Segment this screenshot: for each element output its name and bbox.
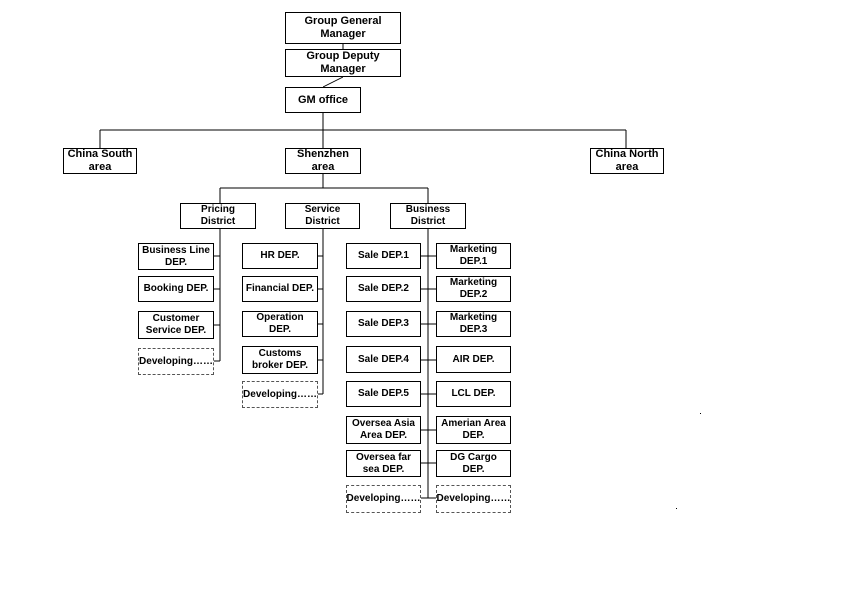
operation-dep-box: Operation DEP. [242,311,318,337]
hr-dep-box: HR DEP. [242,243,318,269]
china-south-area-box: China South area [63,148,137,174]
stray-dot [700,413,701,414]
pricing-district-box: Pricing District [180,203,256,229]
customer-service-dep-box: Customer Service DEP. [138,311,214,339]
booking-dep-box: Booking DEP. [138,276,214,302]
business-district-box: Business District [390,203,466,229]
group-general-manager-box: Group General Manager [285,12,401,44]
air-dep-box: AIR DEP. [436,346,511,373]
dg-cargo-dep-box: DG Cargo DEP. [436,450,511,477]
service-developing-box: Developing…… [242,381,318,408]
shenzhen-area-box: Shenzhen area [285,148,361,174]
marketing-developing-box: Developing…… [436,485,511,513]
service-district-box: Service District [285,203,360,229]
marketing-dep-1-box: Marketing DEP.1 [436,243,511,269]
sale-dep-3-box: Sale DEP.3 [346,311,421,337]
financial-dep-box: Financial DEP. [242,276,318,302]
group-deputy-manager-box: Group Deputy Manager [285,49,401,77]
sales-developing-box: Developing…… [346,485,421,513]
china-north-area-box: China North area [590,148,664,174]
sale-dep-4-box: Sale DEP.4 [346,346,421,373]
oversea-asia-area-dep-box: Oversea Asia Area DEP. [346,416,421,444]
gm-office-box: GM office [285,87,361,113]
customs-broker-dep-box: Customs broker DEP. [242,346,318,374]
business-line-dep-box: Business Line DEP. [138,243,214,270]
pricing-developing-box: Developing…… [138,348,214,375]
marketing-dep-2-box: Marketing DEP.2 [436,276,511,302]
stray-dot [676,508,677,509]
marketing-dep-3-box: Marketing DEP.3 [436,311,511,337]
lcl-dep-box: LCL DEP. [436,381,511,407]
sale-dep-2-box: Sale DEP.2 [346,276,421,302]
sale-dep-5-box: Sale DEP.5 [346,381,421,407]
connector-deputy-office [322,76,344,88]
oversea-far-sea-dep-box: Oversea far sea DEP. [346,450,421,477]
amerian-area-dep-box: Amerian Area DEP. [436,416,511,444]
sale-dep-1-box: Sale DEP.1 [346,243,421,269]
